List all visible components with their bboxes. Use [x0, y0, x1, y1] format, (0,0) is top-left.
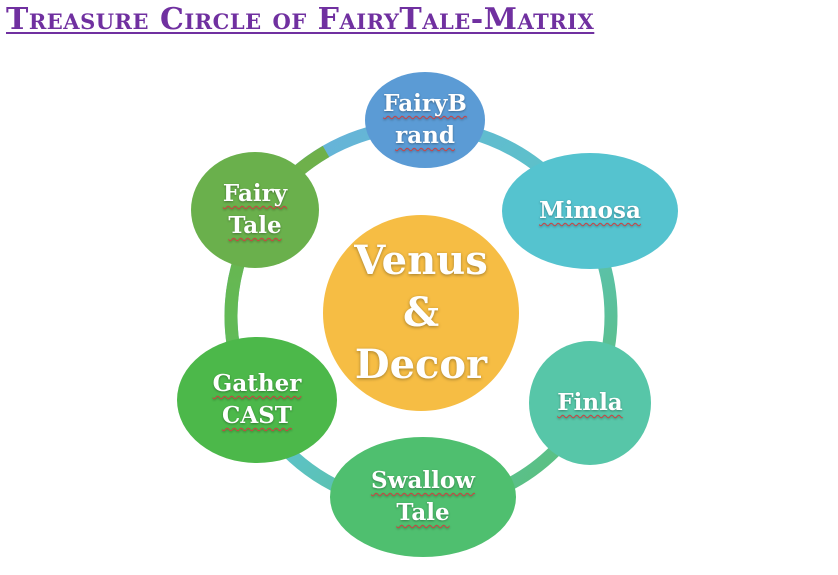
center-circle-shape	[323, 215, 519, 411]
center-circle	[323, 215, 519, 411]
node-circle-2	[529, 341, 651, 465]
node-circle-3	[330, 437, 516, 557]
node-label-text: Gather CAST	[212, 370, 302, 429]
node-label-4: Gather CAST	[177, 337, 337, 463]
node-label-text: Finla	[557, 389, 623, 416]
node-label-2: Finla	[529, 341, 651, 465]
node-circle-1	[502, 153, 678, 269]
node-label-text: FairyB rand	[383, 90, 467, 149]
node-label-text: Mimosa	[539, 197, 641, 224]
node-circle-5	[191, 152, 319, 268]
node-label-0: FairyB rand	[365, 72, 485, 168]
node-label-1: Mimosa	[502, 153, 678, 269]
node-label-text: Swallow Tale	[371, 467, 475, 526]
node-label-3: Swallow Tale	[330, 437, 516, 557]
page-title: Treasure Circle of FairyTale-Matrix	[6, 2, 595, 37]
node-label-text: Fairy Tale	[222, 180, 288, 239]
node-circle-0	[365, 72, 485, 168]
center-label: Venus & Decor	[354, 237, 488, 388]
node-circles	[177, 72, 678, 557]
node-circle-4	[177, 337, 337, 463]
node-label-5: Fairy Tale	[191, 152, 319, 268]
